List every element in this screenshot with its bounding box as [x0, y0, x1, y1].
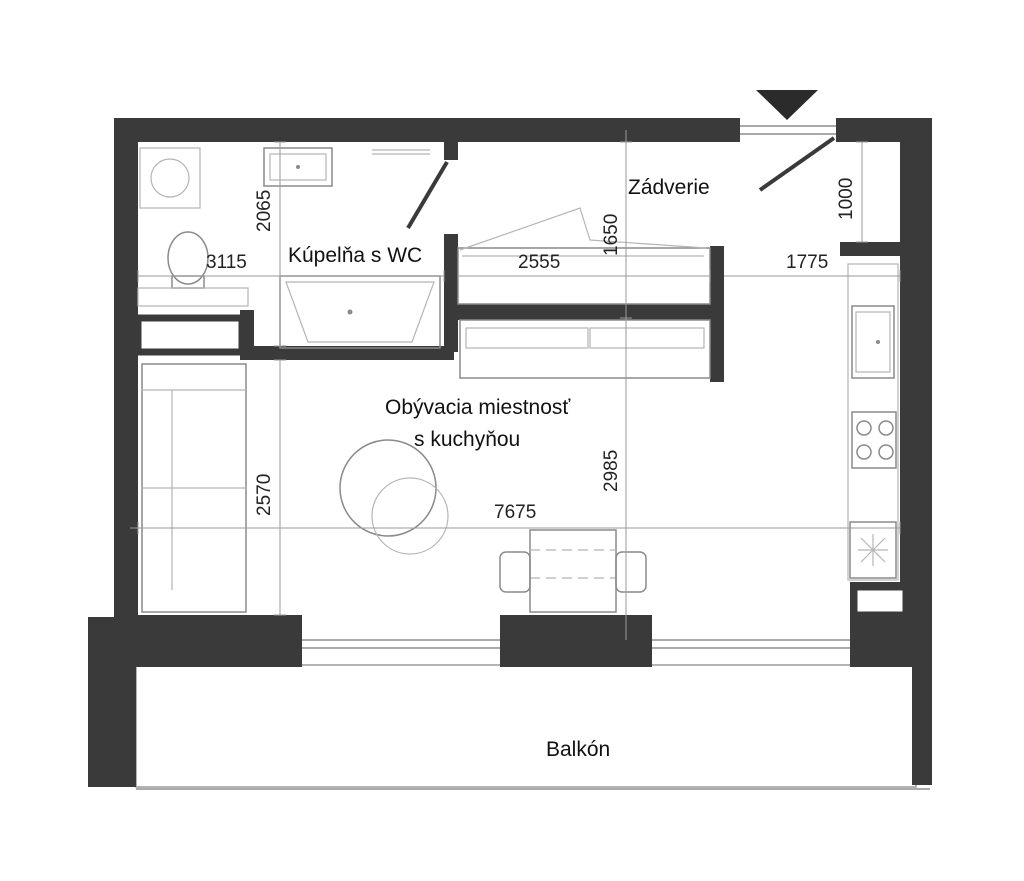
- dining-chair-left: [499, 551, 531, 593]
- dining-table: [529, 529, 617, 613]
- dimension-lines: [130, 130, 901, 640]
- washing-machine: [139, 147, 201, 209]
- entrance-furniture: [457, 207, 711, 305]
- dim-label-living-width: 7675: [494, 502, 536, 523]
- kitchen: [847, 263, 899, 581]
- room-label-living-line1: Obývacia miestnosť: [385, 396, 571, 419]
- triangle-down-icon: [756, 90, 818, 120]
- dim-label-door-niche: 1000: [836, 178, 857, 220]
- entrance-door: [740, 125, 836, 192]
- room-label-entrance: Zádverie: [628, 176, 710, 199]
- room-label-bathroom: Kúpelňa s WC: [288, 244, 422, 267]
- dim-label-bathroom-width: 3115: [206, 252, 247, 273]
- room-label-balcony: Balkón: [546, 738, 610, 761]
- tv-cabinet: [459, 319, 711, 379]
- interior-walls: [134, 142, 908, 617]
- dining-chair-right: [615, 551, 647, 593]
- bathroom-counter: [137, 287, 249, 307]
- kitchen-shaft: [852, 585, 908, 617]
- shaft: [134, 314, 246, 356]
- windows: [302, 639, 850, 649]
- bathroom-door: [406, 160, 449, 230]
- dim-label-entrance-width: 2555: [518, 252, 560, 273]
- dim-label-bathroom-height: 2065: [254, 190, 275, 232]
- bathtub: [279, 275, 441, 349]
- dim-label-kitchen-width: 1775: [786, 252, 828, 273]
- dim-label-entrance-height: 1650: [601, 214, 622, 256]
- sink: [851, 305, 895, 379]
- toilet: [167, 231, 209, 285]
- round-table: [339, 439, 437, 537]
- kitchen-counter: [847, 263, 899, 581]
- fridge: [849, 521, 897, 579]
- exterior-walls: [114, 118, 932, 667]
- living-furniture: [141, 319, 711, 613]
- washbasin: [263, 147, 333, 187]
- chair: [371, 477, 449, 555]
- balcony-outline: [135, 664, 917, 788]
- dim-label-living-height: 2985: [601, 450, 622, 492]
- room-label-living-line2: s kuchyňou: [414, 428, 520, 451]
- cooktop: [851, 411, 897, 469]
- dim-label-living-left-height: 2570: [254, 474, 275, 516]
